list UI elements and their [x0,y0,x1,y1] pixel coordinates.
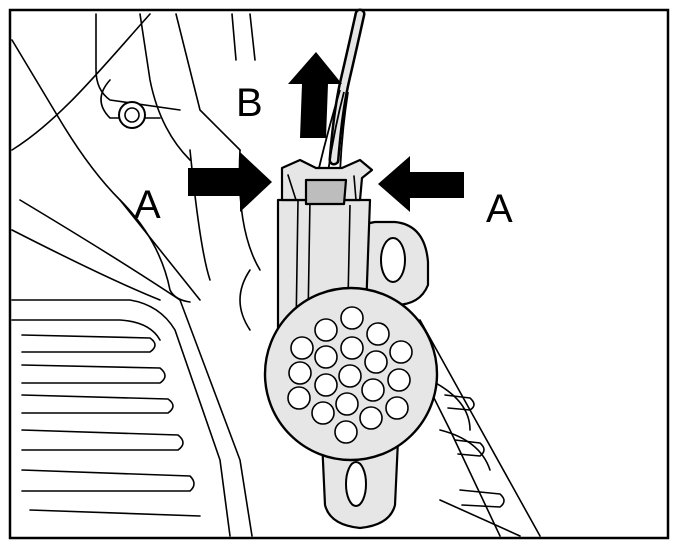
arrow-left-icon [378,156,464,212]
label-b: B [236,81,263,125]
arrow-up-icon [288,52,342,138]
label-a-left: A [134,183,161,227]
bolt-icon [118,101,146,129]
background-panels [11,13,541,537]
cable [317,8,366,173]
speaker-grille [287,306,413,444]
label-a-right: A [486,187,513,231]
buzzer-sensor [263,158,439,530]
arrow-right-icon [188,152,272,212]
